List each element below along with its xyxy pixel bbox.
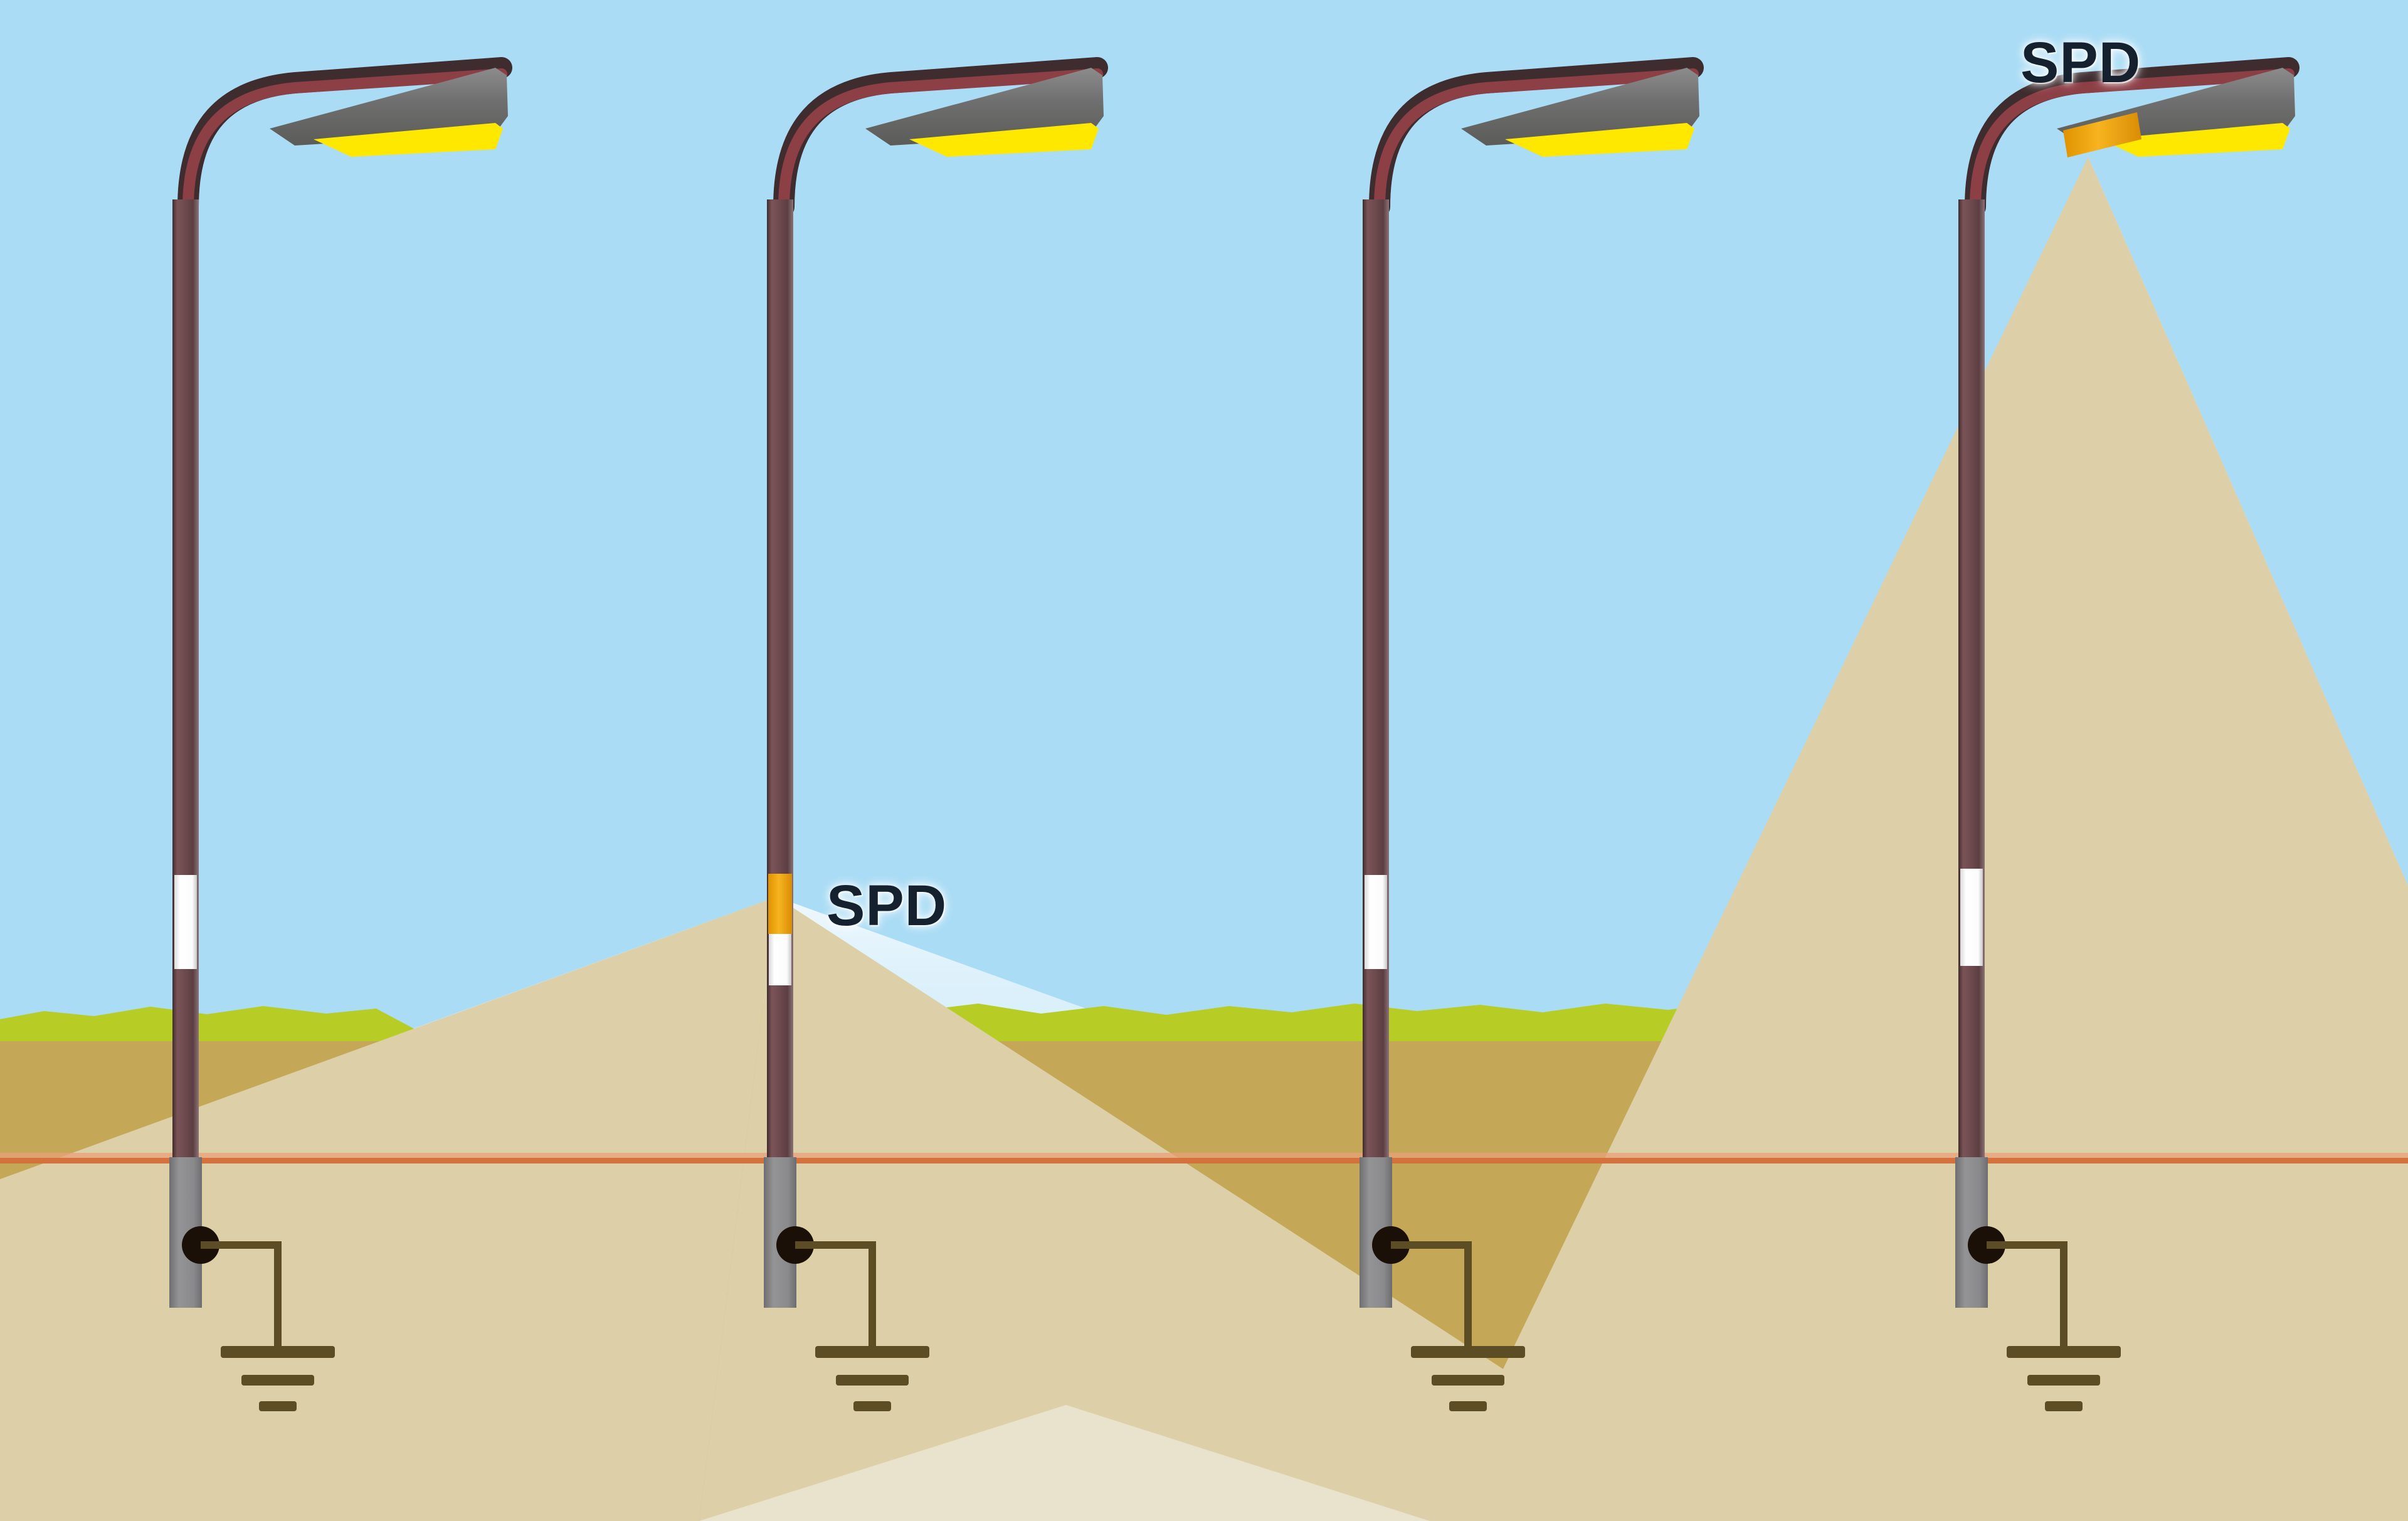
pole-4-spd-module[interactable] [2063, 112, 2141, 157]
pole-3[interactable] [1360, 57, 1704, 1411]
pole-2-earth-bar-3 [853, 1401, 891, 1411]
pole-1-earth-conductor [201, 1241, 282, 1350]
pole-3-earth-bar-3 [1449, 1401, 1487, 1411]
pole-3-access-panel [1365, 875, 1387, 969]
spd-label-pole2: SPD [826, 874, 948, 938]
pole-2-luminaire-head [865, 68, 1104, 146]
pole-1-luminaire-head [270, 68, 508, 146]
protection-cone-pole2-soil-right [699, 897, 1737, 1521]
pole-2-shaft [767, 199, 793, 1159]
protection-cones-underground [0, 157, 2408, 1521]
cone-overlap-deep [699, 1405, 1430, 1521]
pole-1-shaft [172, 199, 199, 1159]
pole-1-arm-highlight [182, 68, 507, 213]
pole-1[interactable] [169, 57, 512, 1411]
pole-2-luminaire-lens [909, 123, 1099, 157]
pole-2-access-panel [769, 934, 791, 985]
pole-1-luminaire-lens [314, 123, 503, 157]
pole-3-luminaire-head [1461, 68, 1699, 146]
pole-1-earth-bar-3 [259, 1401, 297, 1411]
pole-2-earth-electrode [776, 1226, 929, 1411]
pole-4-earth-bar-2 [2027, 1375, 2100, 1386]
pole-1-earth-electrode [182, 1226, 335, 1411]
pole-4-arm-highlight [1970, 68, 2294, 213]
pole-1-access-panel [174, 875, 197, 969]
pole-1-earth-bar-1 [221, 1346, 335, 1358]
pole-3-earth-bar-1 [1411, 1346, 1525, 1358]
pole-2-earth-bar-2 [836, 1375, 909, 1386]
spd-label-pole4: SPD [2020, 31, 2141, 95]
pole-4-luminaire-lens [2101, 123, 2290, 157]
pole-4-earth-bar-1 [2007, 1346, 2121, 1358]
pole-1-earth-bar-2 [241, 1375, 314, 1386]
pole-4-shaft [1958, 199, 1985, 1159]
pole-4[interactable] [1955, 57, 2300, 1411]
pole-3-shaft [1363, 199, 1389, 1159]
pole-3-earth-electrode [1372, 1226, 1525, 1411]
pole-3-arm-highlight [1374, 68, 1699, 213]
pole-2[interactable] [764, 57, 1108, 1411]
pole-2-spd-module[interactable] [768, 874, 792, 934]
buried-depth-line [0, 1153, 2408, 1163]
pole-2-earth-bar-1 [815, 1346, 929, 1358]
pole-2-arm-highlight [778, 68, 1103, 213]
pole-4-access-panel [1960, 869, 1983, 966]
pole-4-earth-bar-3 [2045, 1401, 2083, 1411]
pole-4-earth-electrode [1968, 1226, 2121, 1411]
protection-cone-pole2-soil [0, 897, 776, 1521]
pole-4-earth-conductor [1987, 1241, 2067, 1350]
pole-3-luminaire-lens [1505, 123, 1694, 157]
pole-2-earth-conductor [795, 1241, 876, 1350]
pole-3-earth-conductor [1391, 1241, 1472, 1350]
protection-cone-pole4-soil-left [1430, 157, 2408, 1521]
pole-3-earth-bar-2 [1432, 1375, 1504, 1386]
